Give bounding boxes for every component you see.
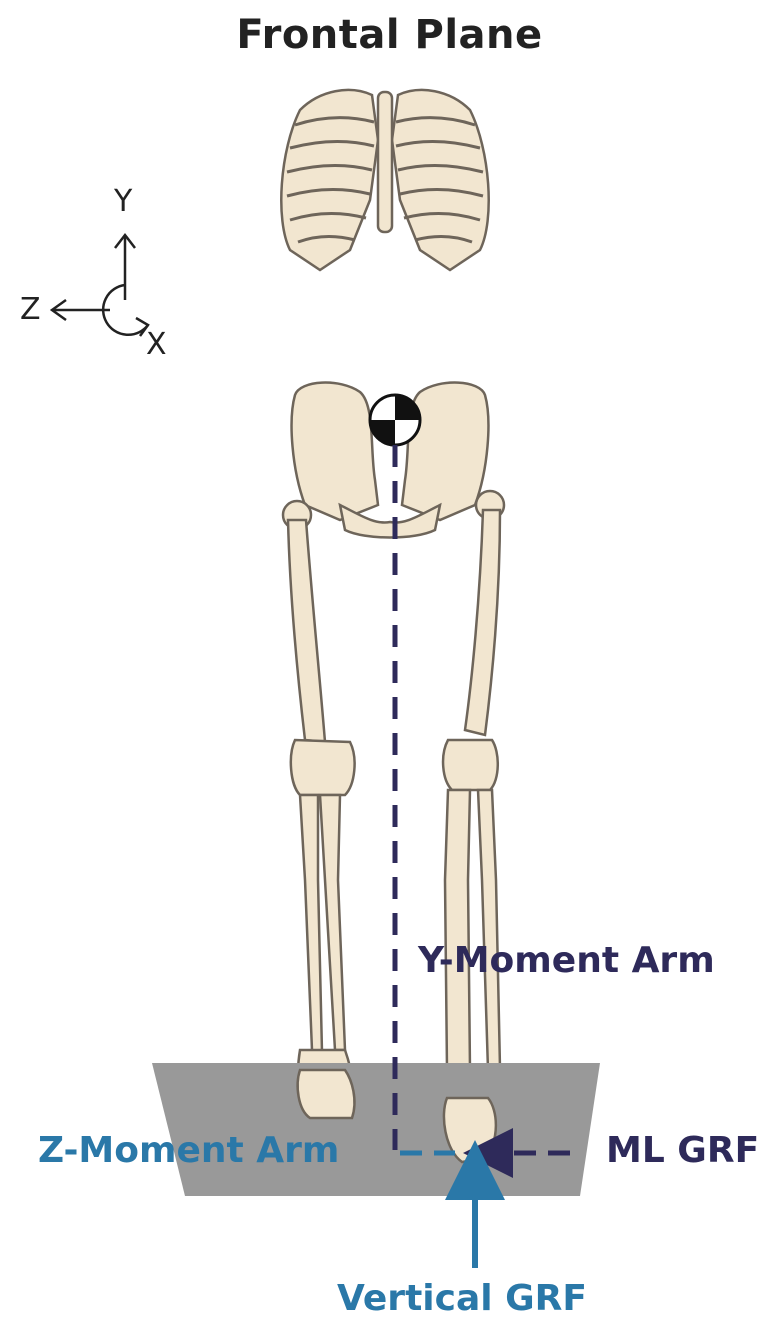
left-leg — [283, 501, 355, 1118]
ribcage — [281, 90, 488, 270]
x-axis-label: X — [146, 327, 167, 362]
coordinate-axes-icon — [52, 235, 148, 336]
z-axis-label: Z — [20, 292, 41, 327]
z-moment-arm-label: Z-Moment Arm — [38, 1130, 339, 1171]
right-leg — [442, 491, 504, 1160]
vertical-grf-label: Vertical GRF — [337, 1278, 587, 1319]
center-of-mass-marker — [370, 395, 420, 445]
y-moment-arm-label: Y-Moment Arm — [418, 940, 715, 981]
ml-grf-label: ML GRF — [606, 1130, 759, 1171]
y-axis-label: Y — [114, 184, 132, 219]
